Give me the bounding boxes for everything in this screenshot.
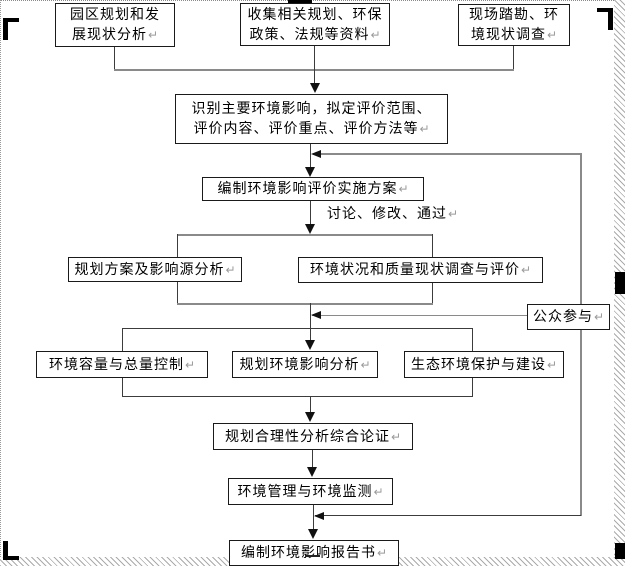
return-mark: ↵: [370, 27, 381, 42]
box-label: 收集相关规划、环保 政策、法规等资料: [247, 6, 383, 43]
connector-line: [310, 396, 311, 413]
flow-box-park-planning: 园区规划和发 展现状分析↵: [55, 3, 175, 47]
connector-line: [310, 144, 311, 168]
arrowhead-down-icon: [307, 467, 317, 477]
arrowhead-left-icon: [311, 150, 321, 158]
flow-box-impact-analysis: 规划环境影响分析↵: [232, 351, 378, 378]
connector-line: [310, 303, 311, 341]
box-label: 编制环境影响评价实施方案: [217, 181, 398, 197]
arrowhead-left-icon: [314, 512, 324, 520]
split-bar-2: [122, 328, 473, 329]
connector-line: [312, 450, 313, 468]
flow-box-management-monitoring: 环境管理与环境监测↵: [228, 478, 393, 505]
return-mark: ↵: [448, 207, 459, 221]
discuss-annotation: 讨论、修改、通过↵: [327, 203, 458, 223]
flow-box-collect-materials: 收集相关规划、环保 政策、法规等资料↵: [240, 3, 390, 46]
crop-mark-bottom-left-h: [3, 556, 19, 560]
flow-box-identify-impacts: 识别主要环境影响，拟定评价范围、 评价内容、评价重点、评价方法等↵: [175, 94, 448, 144]
flow-box-eco-protection: 生态环境保护与建设↵: [404, 351, 564, 378]
flow-box-public-participation: 公众参与↵: [527, 304, 610, 330]
flow-box-site-survey: 现场踏勘、环 境现状调查↵: [458, 4, 570, 46]
return-mark: ↵: [546, 28, 558, 42]
proofing-underline: [305, 555, 320, 557]
box-label: 环境状况和质量现状调查与评价: [309, 262, 520, 278]
box-label: 环境容量与总量控制: [48, 356, 184, 373]
margin-tick-right-middle: [615, 272, 625, 294]
return-mark: ↵: [184, 357, 196, 372]
crop-mark-top-right-v: [608, 8, 613, 30]
arrowhead-down-icon: [305, 167, 315, 177]
return-mark: ↵: [546, 357, 558, 372]
box-label: 规划合理性分析综合论证: [224, 428, 390, 445]
public-participation-arrow-line: [312, 315, 527, 316]
page-boundary-left: [0, 0, 1, 557]
feedback-line-top: [313, 153, 581, 155]
return-mark: ↵: [373, 484, 384, 499]
discuss-label: 讨论、修改、通过: [327, 206, 447, 222]
crop-mark-top-right-h: [597, 8, 613, 12]
return-mark: ↵: [147, 28, 159, 42]
flow-box-compile-report: 编制环境影响报告书↵: [229, 540, 399, 566]
flow-box-implementation-plan: 编制环境影响评价实施方案↵: [202, 177, 424, 201]
connector-line: [513, 46, 514, 71]
box-label: 环境管理与环境监测: [237, 483, 373, 500]
box-label: 规划方案及影响源分析: [74, 261, 225, 278]
return-mark: ↵: [520, 263, 532, 277]
arrowhead-down-icon: [305, 412, 315, 422]
return-mark: ↵: [390, 429, 402, 444]
connector-line: [314, 46, 315, 85]
return-mark: ↵: [360, 357, 371, 372]
box-label: 规划环境影响分析: [239, 356, 360, 373]
feedback-line-right: [580, 153, 582, 516]
feedback-line-bottom: [315, 515, 581, 516]
box-label: 公众参与: [532, 309, 593, 325]
box-label: 现场踏勘、环 境现状调查: [469, 7, 559, 43]
margin-tick-top-center: [288, 0, 312, 5]
return-mark: ↵: [419, 122, 430, 136]
connector-line: [310, 200, 311, 225]
return-mark: ↵: [593, 310, 605, 324]
connector-line: [114, 47, 115, 71]
arrowhead-left-icon: [311, 311, 321, 319]
arrowhead-down-icon: [310, 83, 320, 93]
split-bar-1: [177, 234, 433, 236]
flow-box-capacity-control: 环境容量与总量控制↵: [36, 351, 208, 378]
flow-box-scheme-source-analysis: 规划方案及影响源分析↵: [68, 257, 242, 282]
crop-mark-bottom-left-v: [3, 541, 8, 560]
flow-box-rationality-demonstration: 规划合理性分析综合论证↵: [213, 423, 413, 450]
arrowhead-down-icon: [305, 224, 315, 234]
return-mark: ↵: [376, 546, 388, 560]
box-label: 园区规划和发 展现状分析: [70, 7, 160, 43]
crop-mark-top-left-v: [3, 18, 8, 40]
merge-bar-2: [122, 396, 473, 397]
arrowhead-down-icon: [308, 529, 318, 539]
return-mark: ↵: [398, 182, 409, 196]
crop-mark-top-left-h: [3, 18, 19, 22]
connector-line: [313, 505, 314, 530]
merge-bar-1: [177, 303, 433, 305]
box-label: 识别主要环境影响，拟定评价范围、 评价内容、评价重点、评价方法等: [191, 101, 432, 137]
box-label: 编制环境影响报告书: [240, 545, 376, 561]
flow-box-env-status-survey: 环境状况和质量现状调查与评价↵: [298, 257, 543, 283]
margin-tick-right-bottom: [615, 543, 625, 559]
box-label: 生态环境保护与建设: [410, 356, 546, 373]
return-mark: ↵: [225, 262, 236, 277]
arrowhead-down-icon: [305, 340, 315, 350]
